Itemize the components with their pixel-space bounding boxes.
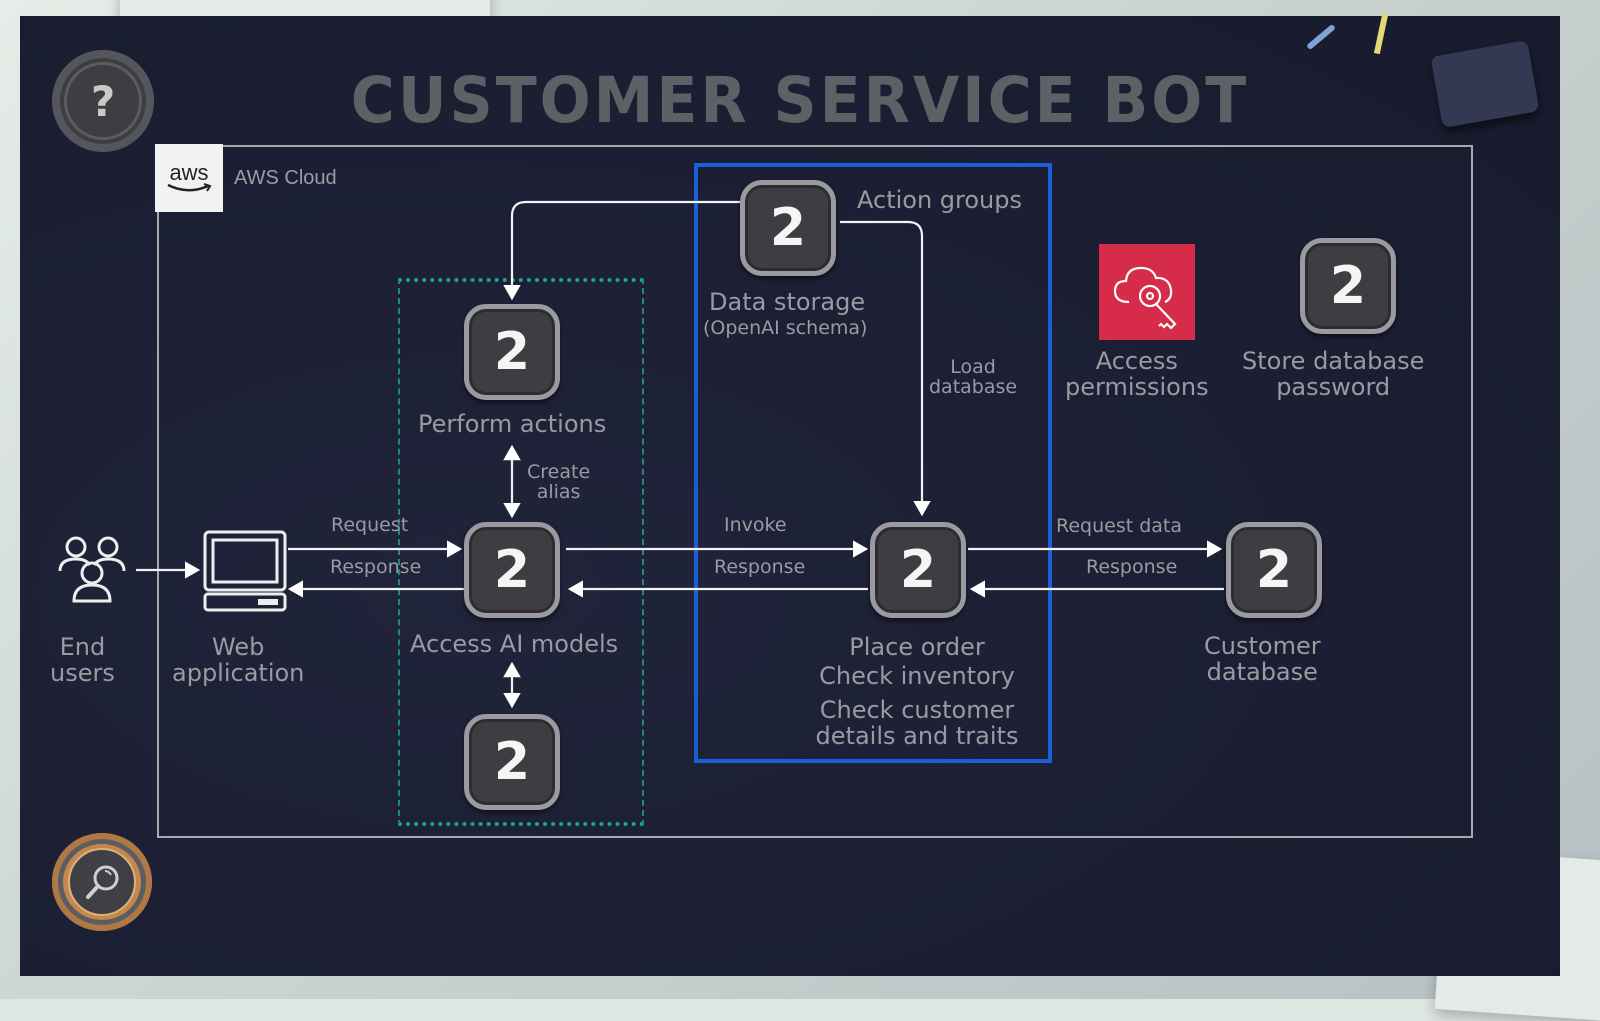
data-storage-sublabel: (OpenAI schema): [703, 317, 868, 339]
customer-database-label: Customer database: [1204, 633, 1321, 685]
perform-actions-label: Perform actions: [418, 410, 607, 438]
customer-database-line-2: database: [1206, 658, 1318, 686]
edge-label-response-2: Response: [714, 556, 806, 578]
load-database-line-1: Load: [950, 356, 996, 378]
place-order-line-1: Place order: [849, 633, 985, 661]
store-password-line-1: Store database: [1242, 347, 1425, 375]
edge-label-request: Request: [331, 514, 409, 536]
edge-label-load-database: Load database: [929, 357, 1017, 397]
node-access-ai-models[interactable]: 2: [464, 522, 560, 618]
node-store-database-password[interactable]: 2: [1300, 238, 1396, 334]
zoom-button[interactable]: [52, 833, 152, 931]
access-ai-models-label: Access AI models: [410, 630, 619, 658]
node-perform-actions[interactable]: 2: [464, 304, 560, 400]
question-mark-icon: ?: [64, 62, 142, 140]
node-customer-database[interactable]: 2: [1226, 522, 1322, 618]
place-order-line-3: Check customer: [819, 696, 1015, 724]
action-groups-label: Action groups: [857, 186, 1022, 214]
end-users-label: End users: [50, 634, 115, 686]
access-permissions-line-2: permissions: [1065, 373, 1209, 401]
node-value: 2: [493, 322, 531, 382]
edge-label-create-alias: Create alias: [527, 462, 590, 502]
node-ai-model-bottom[interactable]: 2: [464, 714, 560, 810]
edge-label-response-1: Response: [330, 556, 422, 578]
end-users-icon[interactable]: [56, 533, 128, 605]
aws-logo-text: aws: [169, 160, 209, 185]
edge-label-request-data: Request data: [1056, 515, 1183, 537]
end-users-line-1: End: [59, 633, 106, 661]
data-storage-label: Data storage: [709, 288, 866, 316]
aws-logo: aws: [155, 144, 223, 212]
help-button[interactable]: ?: [52, 50, 154, 152]
place-order-label: Place order Check inventory Check custom…: [806, 634, 1028, 749]
end-users-line-2: users: [50, 659, 115, 687]
access-permissions-line-1: Access: [1095, 347, 1178, 375]
access-permissions-icon[interactable]: [1099, 244, 1195, 340]
node-data-storage[interactable]: 2: [740, 180, 836, 276]
node-value: 2: [899, 540, 937, 600]
page-title: CUSTOMER SERVICE BOT: [350, 64, 1250, 138]
web-application-line-2: application: [172, 659, 305, 687]
edge-label-invoke: Invoke: [724, 514, 787, 536]
place-order-line-2: Check inventory: [819, 662, 1015, 690]
node-value: 2: [493, 540, 531, 600]
node-value: 2: [1329, 256, 1367, 316]
action-groups-box: [694, 163, 1052, 763]
cloud-key-icon: [1113, 266, 1177, 330]
web-application-icon[interactable]: [202, 530, 288, 614]
node-value: 2: [769, 198, 807, 258]
load-database-line-2: database: [929, 376, 1018, 398]
node-value: 2: [1255, 540, 1293, 600]
aws-cloud-group: [157, 145, 1473, 838]
magnifier-icon: [68, 848, 136, 916]
create-alias-line-2: alias: [536, 481, 581, 503]
customer-database-line-1: Customer: [1204, 632, 1321, 660]
store-database-password-label: Store database password: [1242, 348, 1424, 400]
web-application-line-1: Web: [212, 633, 265, 661]
store-password-line-2: password: [1276, 373, 1391, 401]
aws-smile-icon: [167, 183, 212, 192]
edge-label-response-3: Response: [1086, 556, 1178, 578]
web-application-label: Web application: [172, 634, 304, 686]
create-alias-line-1: Create: [527, 461, 591, 483]
access-permissions-label: Access permissions: [1065, 348, 1209, 400]
aws-cloud-label: AWS Cloud: [234, 167, 337, 189]
node-place-order[interactable]: 2: [870, 522, 966, 618]
place-order-line-4: details and traits: [815, 722, 1019, 750]
chalkboard: [20, 16, 1560, 976]
node-value: 2: [493, 732, 531, 792]
